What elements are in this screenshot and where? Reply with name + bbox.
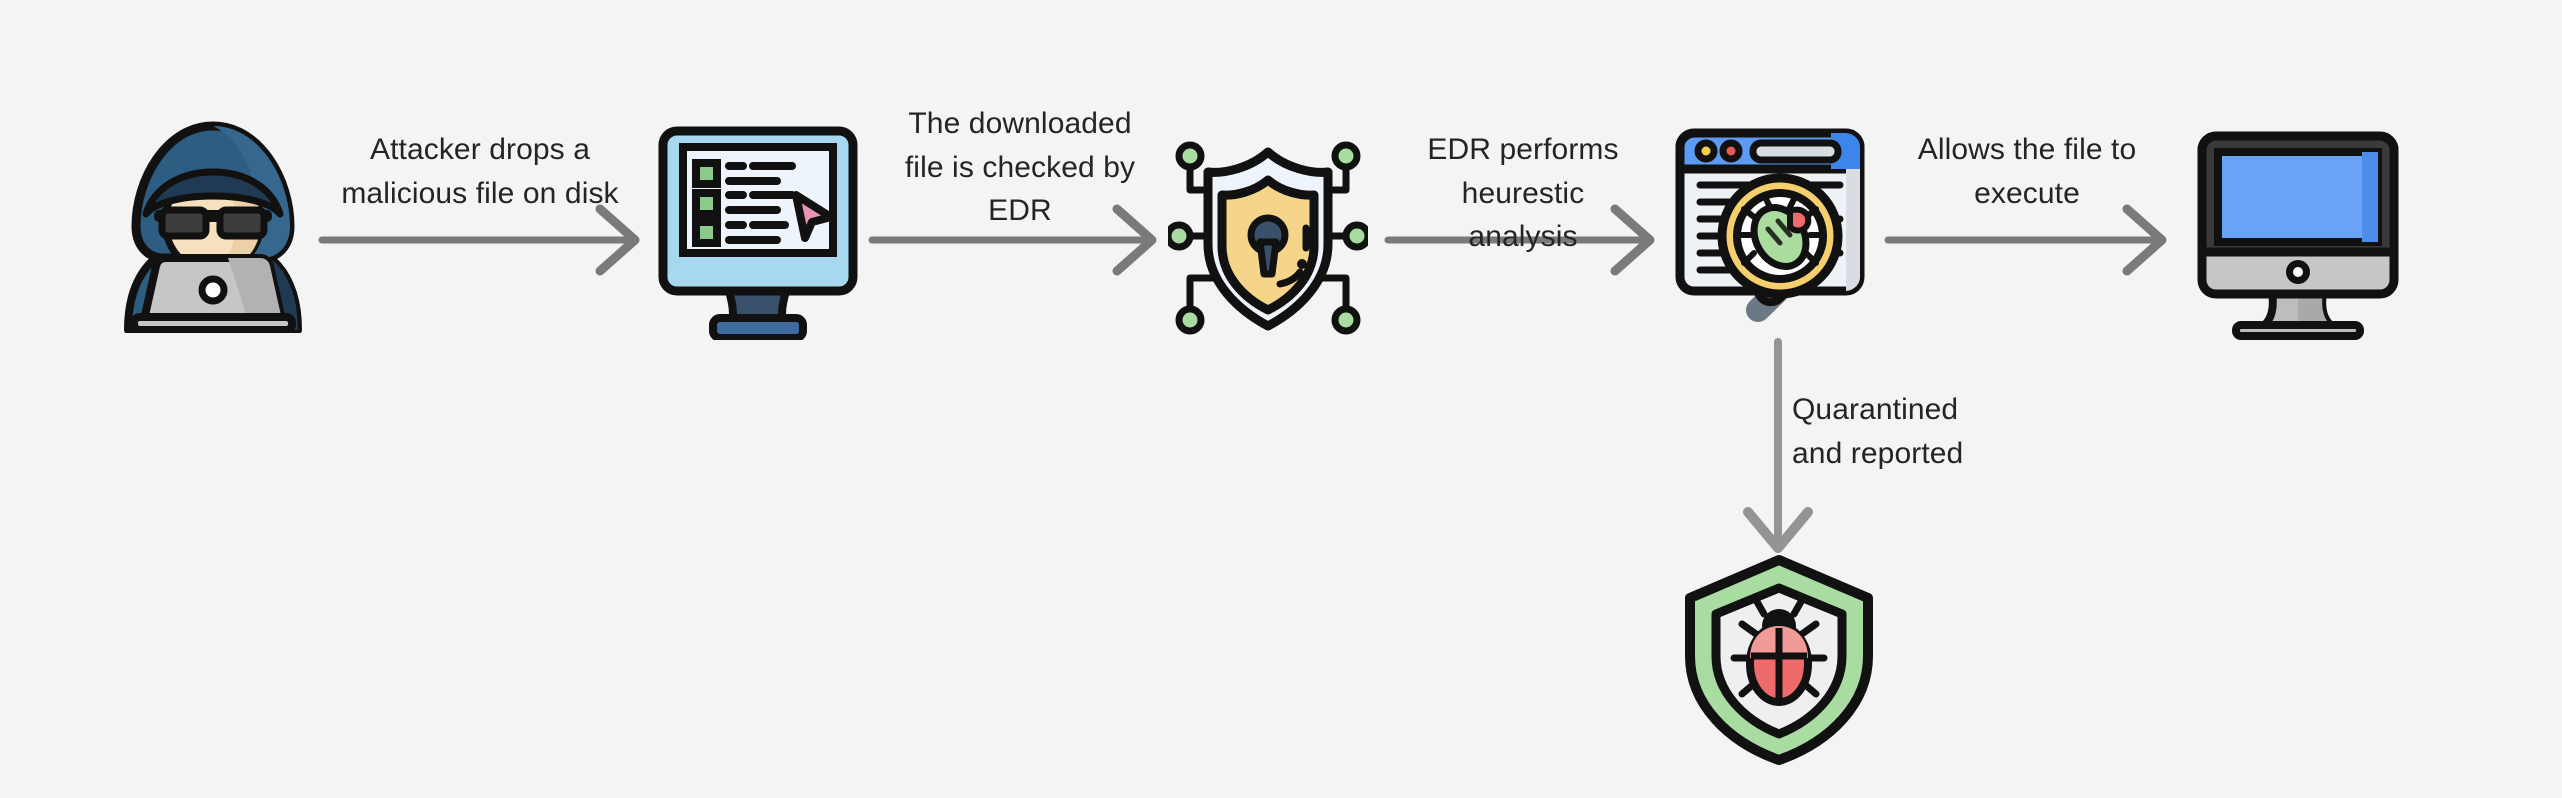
node-quarantine[interactable] xyxy=(1682,552,1877,767)
edge-label-4: Allows the file to execute xyxy=(1917,133,2137,210)
node-edr-shield[interactable] xyxy=(1168,138,1368,338)
monitor-checklist-icon xyxy=(658,126,858,340)
edge-label-3: EDR performs heurestic analysis xyxy=(1427,133,1619,253)
green-shield-bug-icon xyxy=(1685,555,1873,765)
edge-label-2: The downloaded file is checked by EDR xyxy=(904,107,1136,227)
node-heuristic-scan[interactable] xyxy=(1668,125,1883,340)
node-endpoint[interactable] xyxy=(2190,128,2405,343)
arrow-attacker-to-file xyxy=(318,204,640,276)
network-shield-lock-icon xyxy=(1168,141,1368,335)
hacker-icon xyxy=(124,121,302,333)
edge-label-1: Attacker drops a malicious file on disk xyxy=(341,133,619,210)
arrow-scan-to-endpoint xyxy=(1884,204,2167,276)
browser-bug-scan-icon xyxy=(1675,128,1865,322)
node-file-on-disk[interactable] xyxy=(655,125,860,340)
desktop-monitor-icon xyxy=(2197,131,2399,340)
node-attacker[interactable] xyxy=(108,118,318,333)
edge-label-5: Quarantined and reported xyxy=(1792,393,1964,470)
